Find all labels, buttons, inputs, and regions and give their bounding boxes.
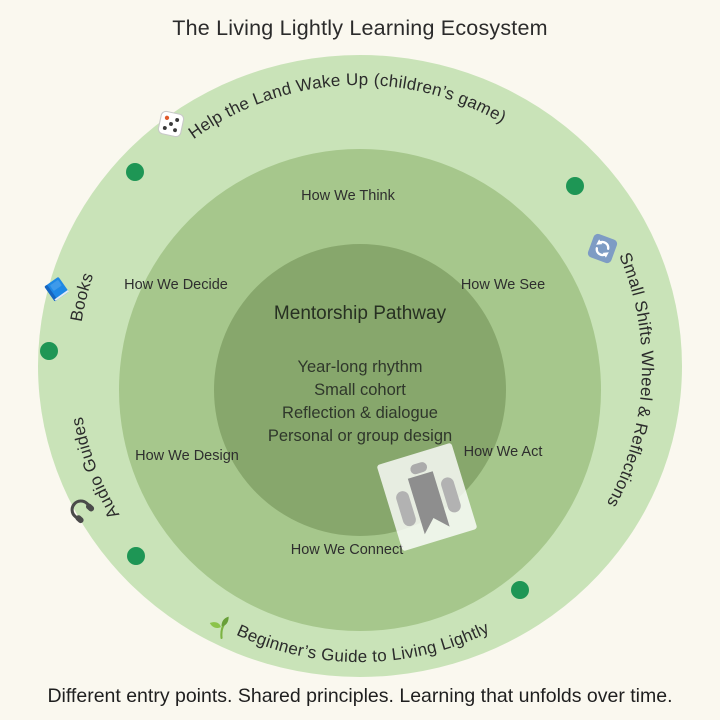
label-how-we-act: How We Act bbox=[463, 444, 543, 460]
center-line: Personal or group design bbox=[267, 427, 453, 445]
entry-point-dot bbox=[127, 547, 145, 565]
refresh-arrows-icon bbox=[585, 231, 620, 266]
center-heading: Mentorship Pathway bbox=[273, 303, 447, 324]
seedling-icon bbox=[204, 611, 236, 643]
page-title: The Living Lightly Learning Ecosystem bbox=[172, 16, 548, 40]
entry-point-dot bbox=[126, 163, 144, 181]
center-line: Reflection & dialogue bbox=[282, 404, 438, 422]
footer-caption: Different entry points. Shared principle… bbox=[47, 685, 673, 707]
label-how-we-think: How We Think bbox=[301, 188, 395, 204]
dice-icon bbox=[156, 109, 187, 140]
entry-point-dot bbox=[566, 177, 584, 195]
center-line: Year-long rhythm bbox=[297, 358, 423, 376]
center-content: Mentorship Pathway Year-long rhythm Smal… bbox=[230, 303, 490, 448]
headphones-icon bbox=[60, 489, 100, 529]
label-how-we-decide: How We Decide bbox=[124, 277, 228, 293]
center-line: Small cohort bbox=[314, 381, 406, 399]
label-how-we-design: How We Design bbox=[135, 448, 239, 464]
label-how-we-connect: How We Connect bbox=[290, 542, 404, 558]
entry-point-dot bbox=[511, 581, 529, 599]
label-how-we-see: How We See bbox=[460, 277, 546, 293]
book-icon bbox=[39, 272, 74, 307]
person-reading-icon bbox=[376, 442, 478, 552]
entry-point-dot bbox=[40, 342, 58, 360]
